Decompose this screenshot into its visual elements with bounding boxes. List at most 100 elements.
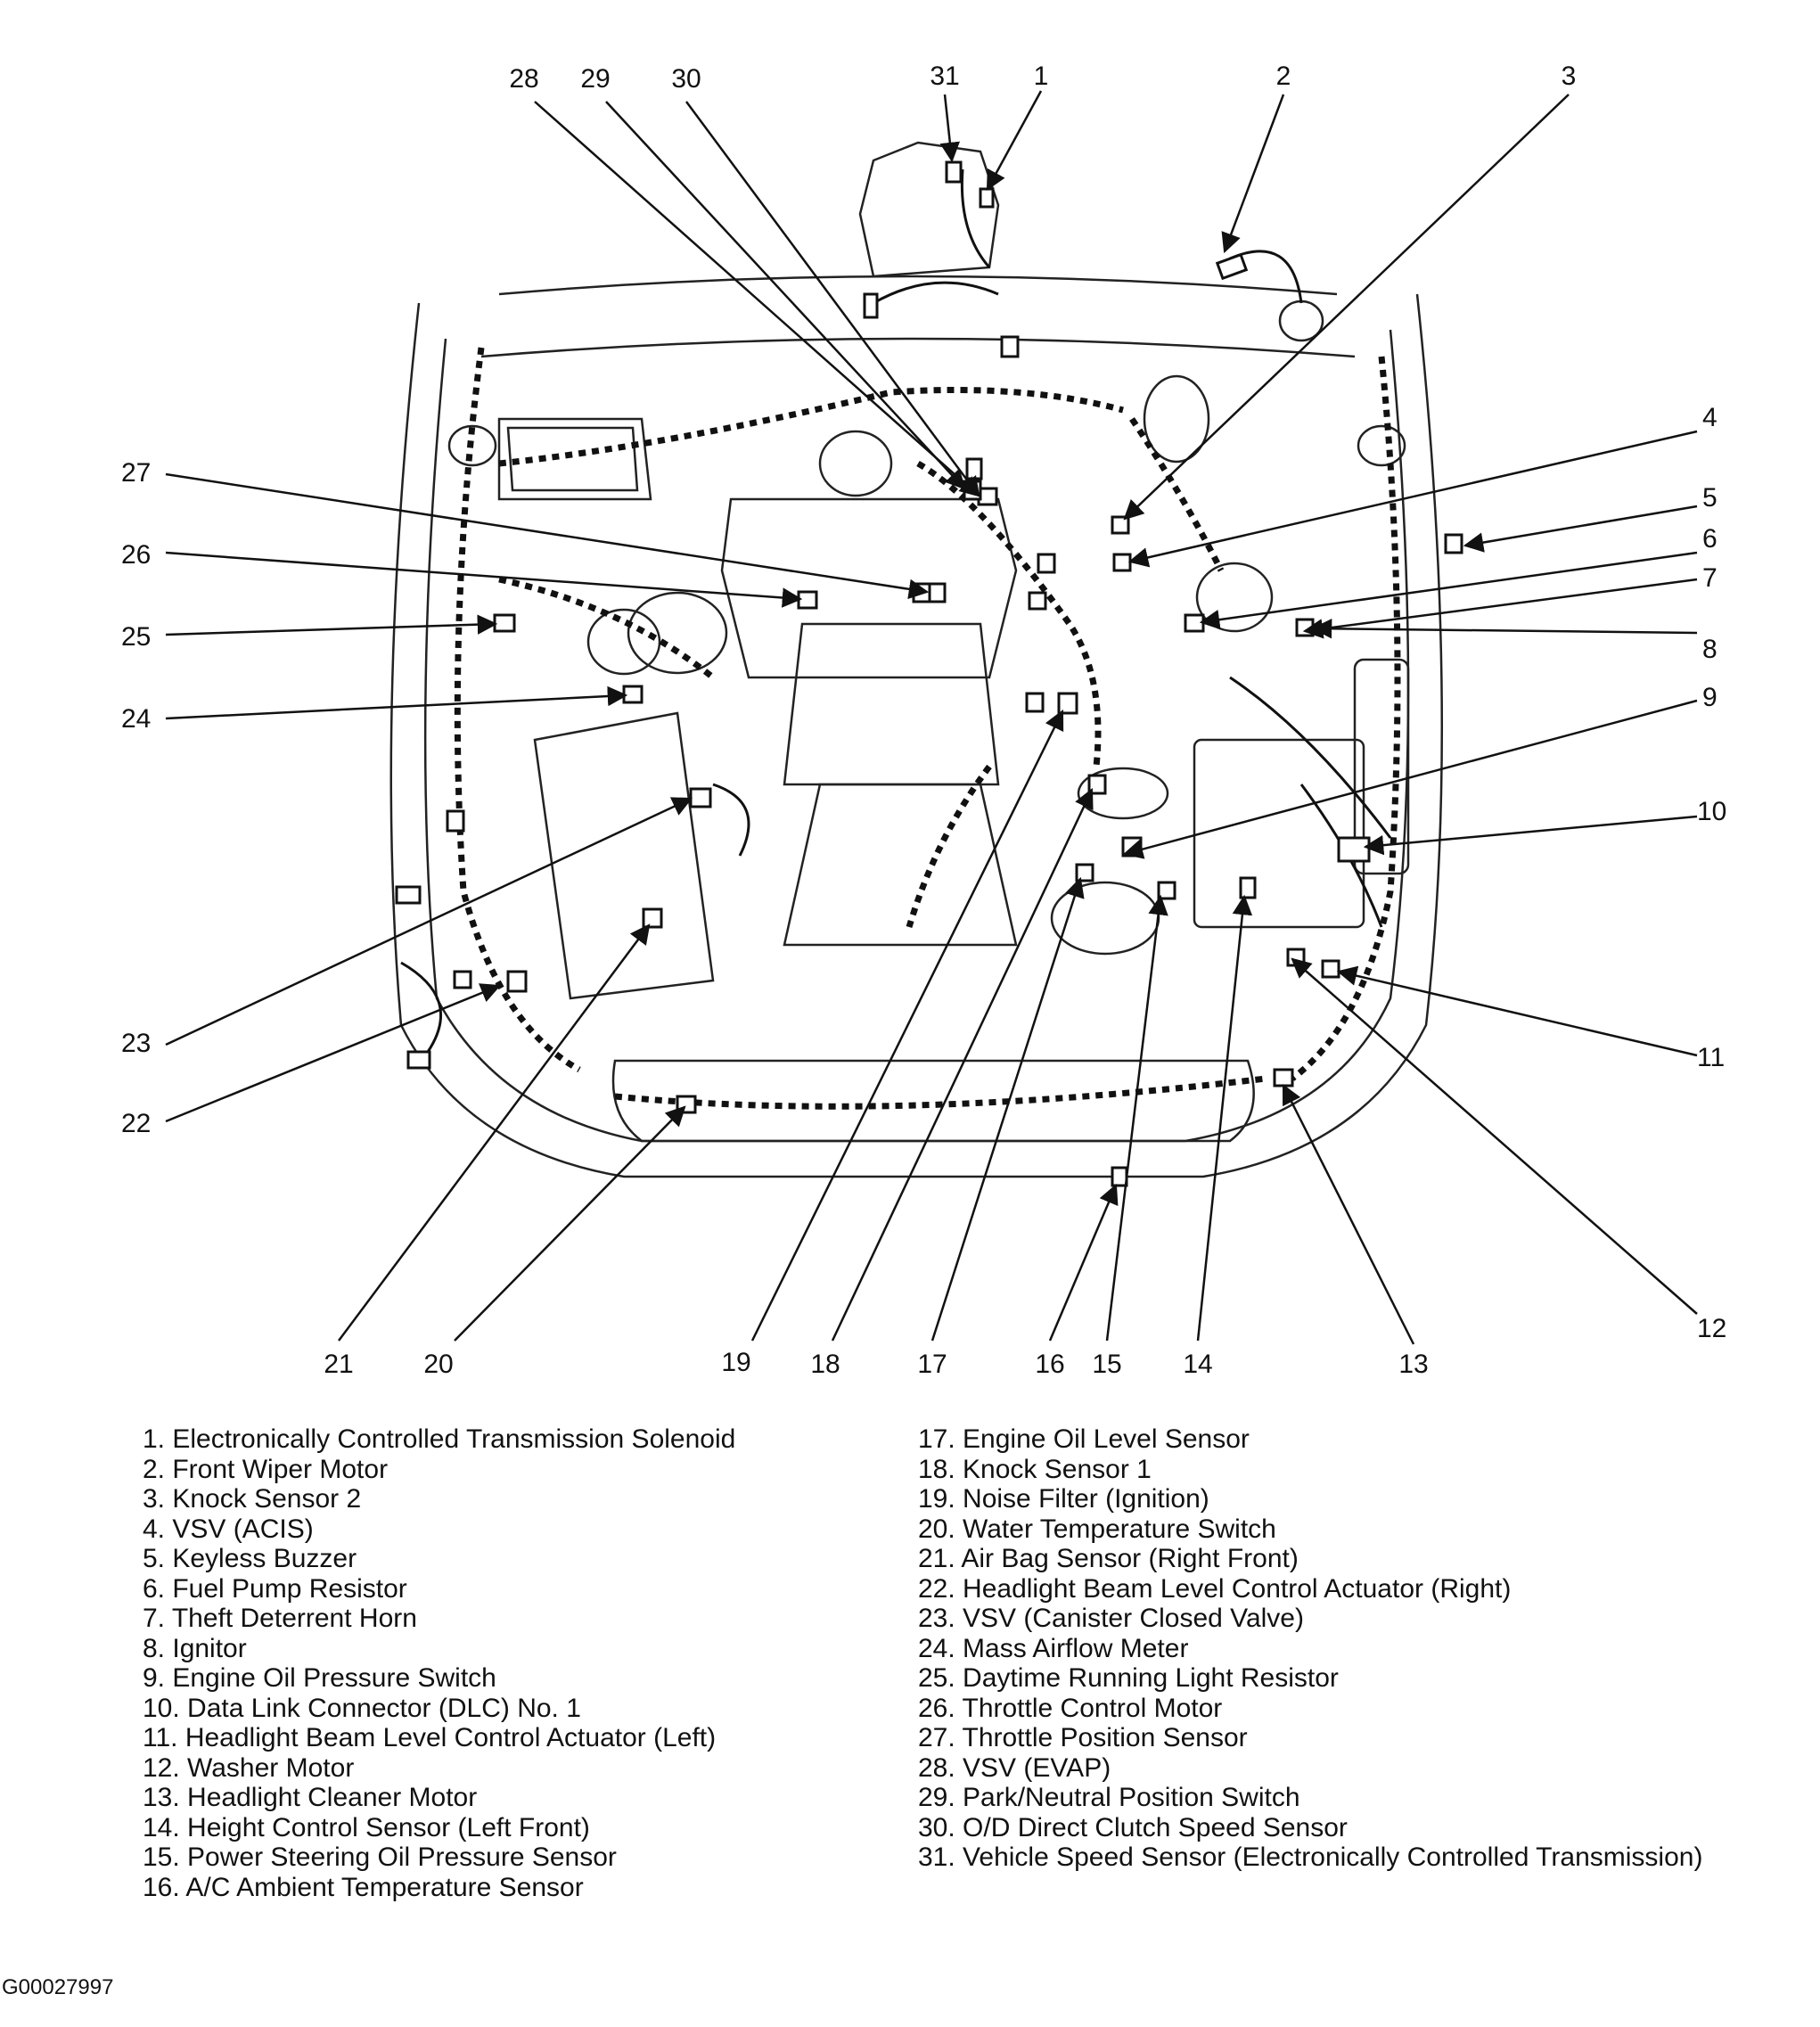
leader-arrows xyxy=(165,90,1698,1345)
callout-22: 22 xyxy=(121,1109,151,1138)
leader-26 xyxy=(165,551,803,608)
legend-item: 12. Washer Motor xyxy=(143,1752,355,1783)
callout-1: 1 xyxy=(1034,62,1049,91)
callout-numbers: 1 2 3 4 5 6 7 8 9 10 11 12 13 14 15 16 1… xyxy=(121,62,1726,1379)
leader-16 xyxy=(1048,1183,1119,1342)
legend-right-column: 17. Engine Oil Level Sensor 18. Knock Se… xyxy=(918,1424,1702,1873)
leader-17 xyxy=(930,876,1085,1342)
legend-item: 18. Knock Sensor 1 xyxy=(918,1454,1152,1484)
legend-item: 16. A/C Ambient Temperature Sensor xyxy=(143,1872,584,1902)
leader-25 xyxy=(165,614,498,636)
legend-item: 8. Ignitor xyxy=(143,1633,247,1663)
legend-item: 2. Front Wiper Motor xyxy=(143,1454,389,1484)
legend-item: 1. Electronically Controlled Transmissio… xyxy=(143,1424,736,1454)
leader-5 xyxy=(1463,505,1698,553)
leader-12 xyxy=(1291,957,1698,1315)
callout-10: 10 xyxy=(1697,797,1726,826)
legend-item: 10. Data Link Connector (DLC) No. 1 xyxy=(143,1693,581,1723)
legend-item: 14. Height Control Sensor (Left Front) xyxy=(143,1812,590,1842)
callout-25: 25 xyxy=(121,622,151,652)
callout-19: 19 xyxy=(721,1348,750,1377)
legend-item: 11. Headlight Beam Level Control Actuato… xyxy=(143,1723,717,1752)
legend-item: 26. Throttle Control Motor xyxy=(918,1693,1223,1723)
callout-9: 9 xyxy=(1702,683,1718,712)
leader-15 xyxy=(1105,894,1168,1342)
leader-18 xyxy=(831,787,1094,1342)
leader-20 xyxy=(454,1105,686,1342)
legend-item: 3. Knock Sensor 2 xyxy=(143,1484,362,1514)
legend-item: 9. Engine Oil Pressure Switch xyxy=(143,1663,496,1693)
callout-2: 2 xyxy=(1276,62,1291,91)
callout-5: 5 xyxy=(1702,483,1718,513)
callout-26: 26 xyxy=(121,540,151,570)
callout-31: 31 xyxy=(930,62,959,91)
callout-16: 16 xyxy=(1035,1350,1064,1379)
leader-11 xyxy=(1336,965,1698,1057)
leader-21 xyxy=(337,923,651,1342)
callout-15: 15 xyxy=(1092,1350,1121,1379)
callout-7: 7 xyxy=(1702,563,1718,593)
callout-18: 18 xyxy=(810,1350,840,1379)
figure-id: G00027997 xyxy=(2,1975,114,1999)
callout-4: 4 xyxy=(1702,403,1718,432)
leader-10 xyxy=(1363,815,1698,856)
callout-29: 29 xyxy=(580,64,610,94)
leader-31 xyxy=(939,94,961,163)
leader-1 xyxy=(986,90,1043,191)
leader-22 xyxy=(165,983,502,1123)
leader-4 xyxy=(1127,430,1698,568)
leader-14 xyxy=(1196,894,1253,1342)
callout-21: 21 xyxy=(324,1350,353,1379)
legend-item: 13. Headlight Cleaner Motor xyxy=(143,1783,478,1812)
legend-item: 19. Noise Filter (Ignition) xyxy=(918,1484,1209,1514)
legend-item: 24. Mass Airflow Meter xyxy=(918,1633,1189,1663)
callout-20: 20 xyxy=(423,1350,453,1379)
callout-13: 13 xyxy=(1398,1350,1428,1379)
callout-27: 27 xyxy=(121,458,151,488)
callout-3: 3 xyxy=(1562,62,1577,91)
leader-27 xyxy=(165,472,930,600)
legend-item: 29. Park/Neutral Position Switch xyxy=(918,1783,1300,1812)
callout-28: 28 xyxy=(509,64,538,94)
leader-9 xyxy=(1122,699,1698,859)
leader-29 xyxy=(605,101,966,490)
leader-2 xyxy=(1221,94,1285,254)
callout-11: 11 xyxy=(1697,1043,1725,1072)
legend-item: 21. Air Bag Sensor (Right Front) xyxy=(918,1544,1299,1573)
leader-3 xyxy=(1123,94,1570,521)
legend-item: 7. Theft Deterrent Horn xyxy=(143,1604,417,1633)
callout-30: 30 xyxy=(671,64,701,94)
legend-item: 28. VSV (EVAP) xyxy=(918,1752,1111,1783)
callout-14: 14 xyxy=(1183,1350,1212,1379)
compartment-outline xyxy=(389,141,1444,1178)
legend-item: 22. Headlight Beam Level Control Actuato… xyxy=(918,1573,1512,1604)
leader-8 xyxy=(1311,618,1698,639)
legend-item: 23. VSV (Canister Closed Valve) xyxy=(918,1604,1304,1633)
leader-24 xyxy=(165,685,628,720)
legend-item: 15. Power Steering Oil Pressure Sensor xyxy=(143,1842,617,1872)
leader-28 xyxy=(534,101,980,497)
engine-compartment-diagram: 1 2 3 4 5 6 7 8 9 10 11 12 13 14 15 16 1… xyxy=(121,62,1726,1379)
legend-item: 20. Water Temperature Switch xyxy=(918,1514,1276,1544)
connectors xyxy=(395,160,1463,1187)
legend-item: 5. Keyless Buzzer xyxy=(143,1544,357,1573)
legend-item: 30. O/D Direct Clutch Speed Sensor xyxy=(918,1812,1348,1842)
callout-6: 6 xyxy=(1702,524,1718,554)
leader-23 xyxy=(165,797,693,1046)
leader-7 xyxy=(1302,578,1698,639)
legend-item: 17. Engine Oil Level Sensor xyxy=(918,1424,1250,1454)
legend-item: 31. Vehicle Speed Sensor (Electronically… xyxy=(918,1842,1703,1872)
legend-item: 25. Daytime Running Light Resistor xyxy=(918,1663,1339,1693)
leader-6 xyxy=(1199,551,1698,630)
legend-item: 27. Throttle Position Sensor xyxy=(918,1723,1248,1752)
callout-23: 23 xyxy=(121,1029,151,1058)
callout-24: 24 xyxy=(121,704,151,734)
callout-8: 8 xyxy=(1702,635,1718,664)
leader-30 xyxy=(685,101,980,497)
legend-item: 6. Fuel Pump Resistor xyxy=(143,1573,407,1604)
leader-13 xyxy=(1282,1083,1415,1345)
callout-17: 17 xyxy=(917,1350,947,1379)
legend-item: 4. VSV (ACIS) xyxy=(143,1514,314,1544)
callout-12: 12 xyxy=(1697,1314,1726,1343)
legend-left-column: 1. Electronically Controlled Transmissio… xyxy=(143,1424,735,1902)
